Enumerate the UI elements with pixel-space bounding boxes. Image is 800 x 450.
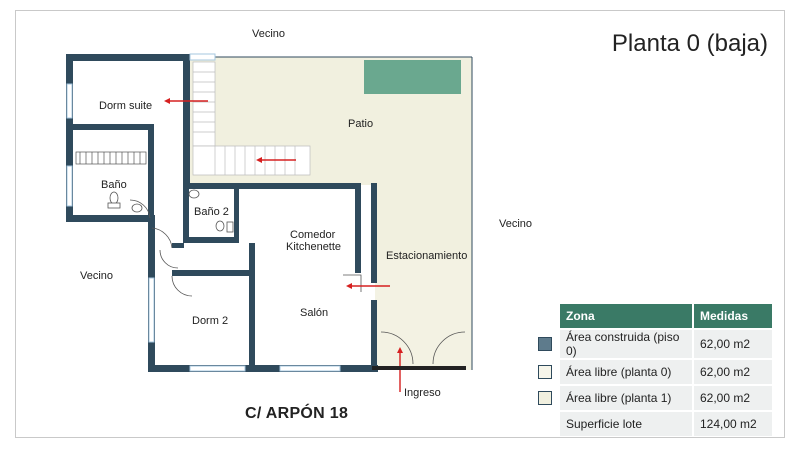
legend-zona: Área libre (planta 1) — [560, 386, 692, 410]
ingreso-label: Ingreso — [404, 387, 441, 399]
estacionamiento-label: Estacionamiento — [386, 250, 468, 262]
legend-row: Superficie lote 124,00 m2 — [538, 412, 772, 436]
legend-row: Área libre (planta 0) 62,00 m2 — [538, 360, 772, 384]
legend-header-zona: Zona — [560, 304, 692, 328]
arrows — [164, 98, 403, 392]
drawing-frame — [15, 10, 785, 438]
staircase-lower — [192, 145, 311, 176]
vecino-right-label: Vecino — [499, 218, 533, 230]
legend-zona: Área libre (planta 0) — [560, 360, 692, 384]
parking-gate — [372, 366, 466, 370]
windows — [66, 53, 341, 372]
legend-medida: 62,00 m2 — [692, 330, 772, 358]
kitchenette-label: Kitchenette — [286, 241, 342, 253]
lot-outline — [190, 56, 473, 370]
vecino-left-label: Vecino — [80, 270, 114, 282]
parking-lighter — [375, 260, 472, 370]
vecino-top-label: Vecino — [252, 28, 286, 40]
dorm-suite-label: Dorm suite — [99, 100, 153, 112]
wardrobe — [75, 151, 147, 165]
legend-medida: 124,00 m2 — [692, 412, 772, 436]
walls — [66, 54, 378, 372]
bano2-label: Baño 2 — [194, 206, 229, 218]
bano-label: Baño — [101, 179, 127, 191]
legend-swatch — [538, 365, 552, 380]
sanitary-fixtures — [107, 189, 234, 233]
legend-medida: 62,00 m2 — [692, 386, 772, 410]
staircase-upper — [192, 61, 216, 147]
dorm2-label: Dorm 2 — [192, 315, 229, 327]
legend-header: Zona Medidas — [538, 304, 772, 328]
legend-zona: Superficie lote — [560, 412, 692, 436]
legend-row: Área construida (piso 0) 62,00 m2 — [538, 330, 772, 358]
legend-swatch — [538, 391, 552, 406]
comedor-label: Comedor — [290, 229, 336, 241]
legend-medida: 62,00 m2 — [692, 360, 772, 384]
street-address: C/ ARPÓN 18 — [245, 405, 349, 422]
planter — [364, 60, 461, 94]
legend-zona: Área construida (piso 0) — [560, 330, 692, 358]
legend-table: Zona Medidas Área construida (piso 0) 62… — [538, 304, 772, 436]
legend-swatch — [538, 337, 552, 352]
legend-header-medidas: Medidas — [692, 304, 772, 328]
salon-label: Salón — [300, 307, 329, 319]
page-title: Planta 0 (baja) — [611, 30, 768, 57]
legend-row: Área libre (planta 1) 62,00 m2 — [538, 386, 772, 410]
patio-label: Patio — [348, 118, 374, 130]
